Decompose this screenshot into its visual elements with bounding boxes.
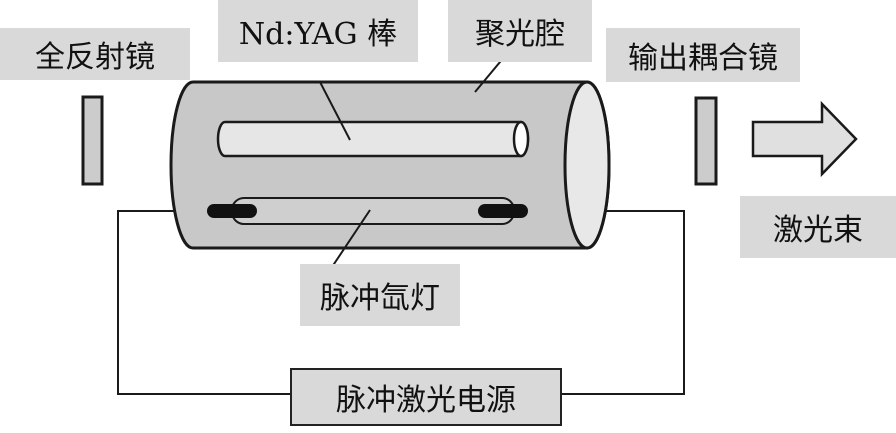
label-pump-cavity: 聚光腔 bbox=[448, 0, 592, 62]
label-output-coupler: 输出耦合镜 bbox=[606, 28, 800, 82]
nd-yag-rod bbox=[216, 120, 530, 158]
output-coupler-mirror bbox=[694, 96, 718, 186]
pump-cavity-end-face bbox=[563, 80, 611, 250]
label-nd-yag-rod: Nd:YAG 棒 bbox=[218, 0, 418, 62]
lamp-electrode-left bbox=[207, 204, 257, 218]
xenon-flash-lamp bbox=[207, 197, 528, 225]
label-total-reflector: 全反射镜 bbox=[0, 28, 190, 80]
total-reflector-mirror bbox=[81, 95, 104, 186]
pulsed-laser-power-supply: 脉冲激光电源 bbox=[290, 368, 562, 426]
lamp-electrode-right bbox=[478, 204, 528, 218]
label-laser-beam: 激光束 bbox=[740, 196, 896, 258]
label-xenon-lamp: 脉冲氙灯 bbox=[300, 264, 460, 326]
laser-beam-arrow bbox=[751, 100, 858, 178]
